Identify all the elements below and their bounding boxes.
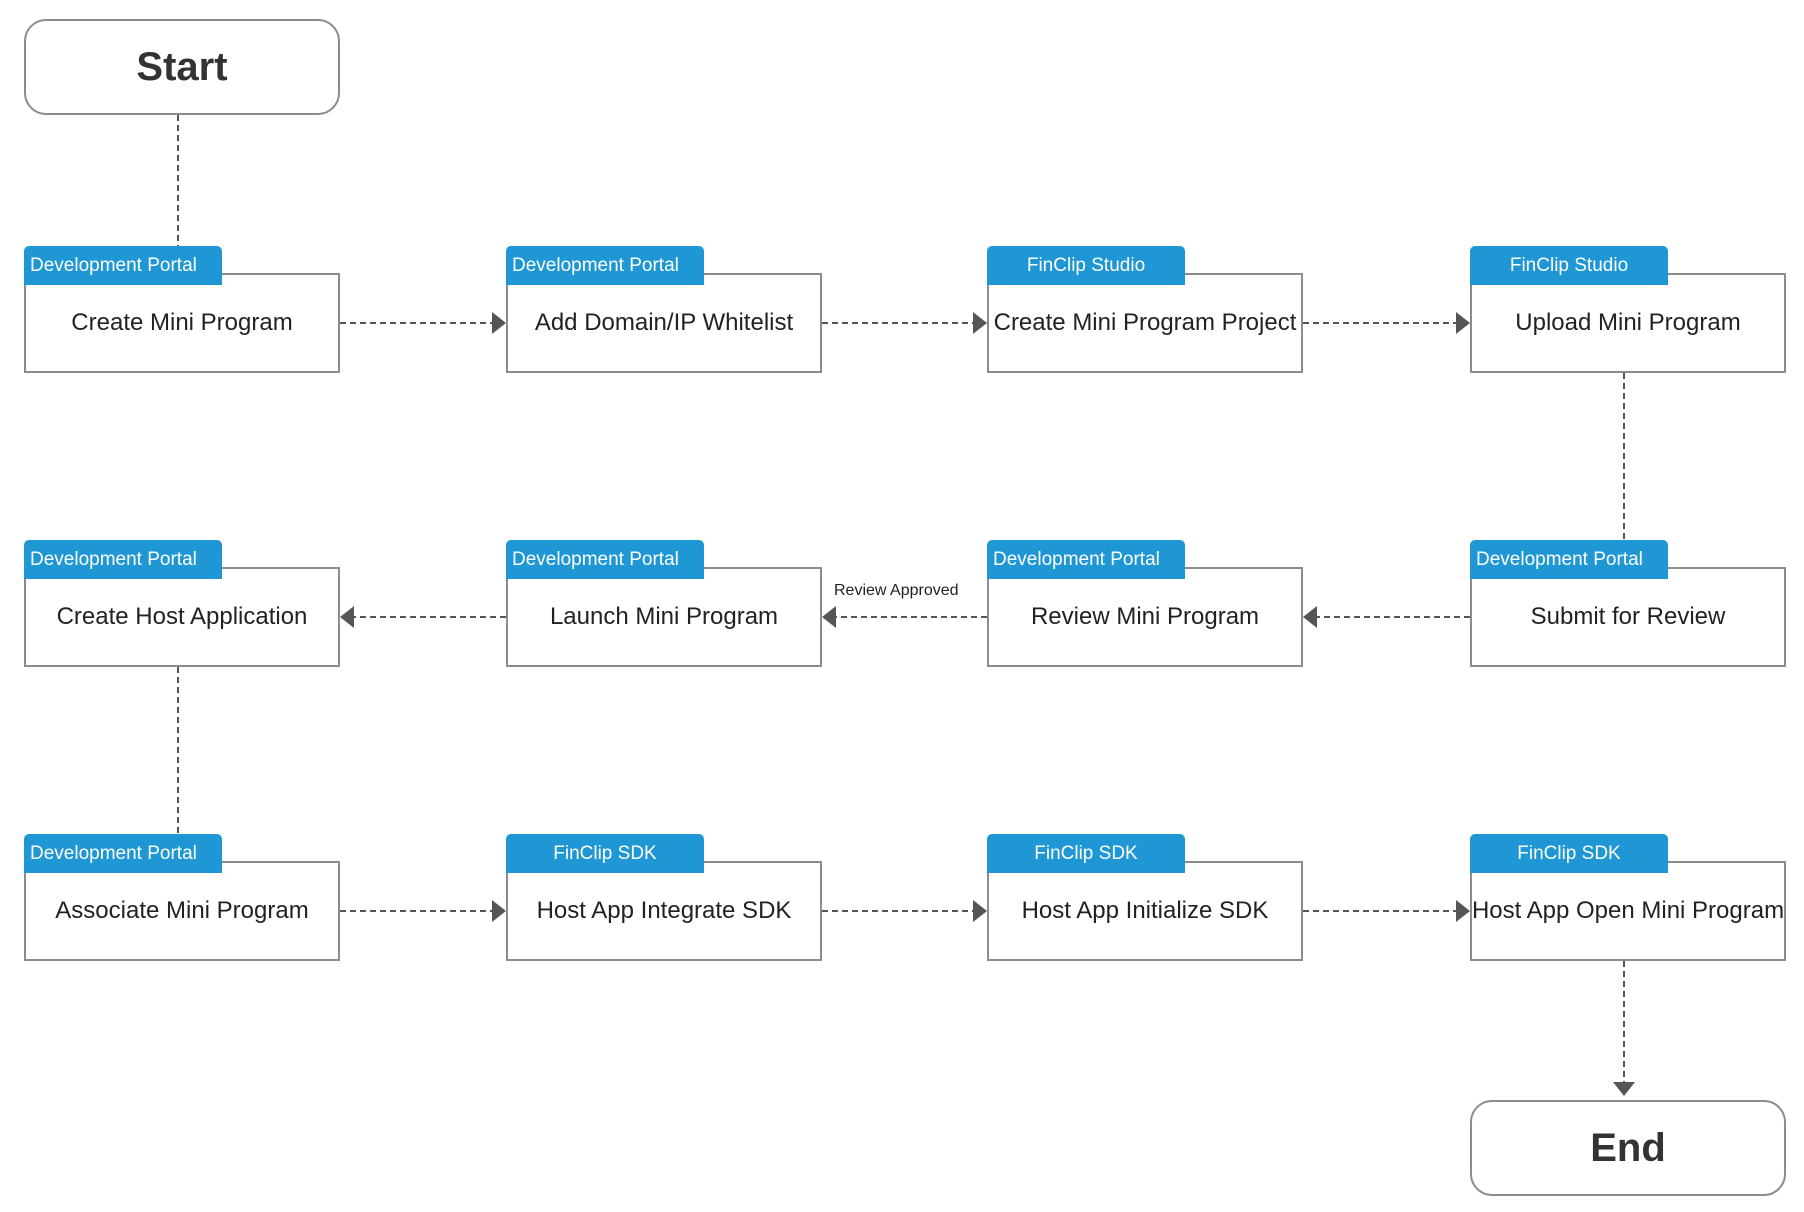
tool-tag-finclip-studio: FinClip Studio [987,246,1185,285]
connector-s7-to-s8-arrowhead [340,606,354,628]
tool-tag-finclip-sdk: FinClip SDK [987,834,1185,873]
connector-s10-to-s11-arrowhead [973,900,987,922]
edge-label-review-approved: Review Approved [834,582,959,599]
tool-tag-finclip-sdk: FinClip SDK [506,834,704,873]
tool-tag-development-portal: Development Portal [24,834,222,873]
step-upload-mini-program: Upload Mini Program [1470,273,1786,373]
connector-s6-to-s7-arrowhead [822,606,836,628]
connector-s2-to-s3-arrowhead [973,312,987,334]
tool-tag-finclip-studio: FinClip Studio [1470,246,1668,285]
connector-s11-to-s12-arrowhead [1456,900,1470,922]
tool-tag-development-portal: Development Portal [506,246,704,285]
connector-s5-to-s6-arrowhead [1303,606,1317,628]
step-review-mini-program: Review Mini Program [987,567,1303,667]
tool-tag-development-portal: Development Portal [24,246,222,285]
tool-tag-finclip-sdk: FinClip SDK [1470,834,1668,873]
step-create-mini-program-project: Create Mini Program Project [987,273,1303,373]
connector-s12-to-end-arrowhead [1613,1082,1635,1096]
tool-tag-development-portal: Development Portal [506,540,704,579]
tool-tag-development-portal: Development Portal [1470,540,1668,579]
step-host-app-integrate-sdk: Host App Integrate SDK [506,861,822,961]
step-add-domain-whitelist: Add Domain/IP Whitelist [506,273,822,373]
step-associate-mini-program: Associate Mini Program [24,861,340,961]
connector-s3-to-s4-arrowhead [1456,312,1470,334]
step-host-app-initialize-sdk: Host App Initialize SDK [987,861,1303,961]
connector-s9-to-s10-arrowhead [492,900,506,922]
step-submit-for-review: Submit for Review [1470,567,1786,667]
step-host-app-open-mini-program: Host App Open Mini Program [1470,861,1786,961]
step-create-mini-program: Create Mini Program [24,273,340,373]
step-launch-mini-program: Launch Mini Program [506,567,822,667]
start-node: Start [24,19,340,115]
tool-tag-development-portal: Development Portal [987,540,1185,579]
end-node: End [1470,1100,1786,1196]
step-create-host-application: Create Host Application [24,567,340,667]
tool-tag-development-portal: Development Portal [24,540,222,579]
connector-s1-to-s2-arrowhead [492,312,506,334]
